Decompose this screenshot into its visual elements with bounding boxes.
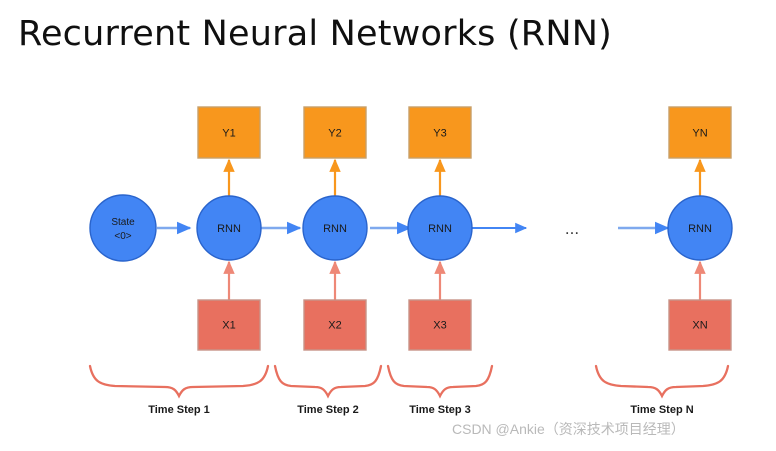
state-label-line1: State (111, 217, 135, 228)
output-box-y1[interactable] (197, 106, 261, 159)
timestep-column-n: YN RNN XN (667, 106, 733, 351)
timestep-label-1: Time Step 1 (148, 404, 210, 416)
rnn-cell-1[interactable] (196, 195, 262, 261)
timestep-label-n: Time Step N (630, 404, 693, 416)
output-box-yn-label: YN (692, 127, 707, 139)
output-box-y2[interactable] (303, 106, 367, 159)
timestep-label-2: Time Step 2 (297, 404, 359, 416)
brace-timestep-2 (273, 364, 383, 399)
input-box-xn-label: XN (692, 319, 707, 331)
rnn-cell-2[interactable] (302, 195, 368, 261)
state-label-line2: <0> (114, 231, 131, 242)
output-box-y1-label: Y1 (222, 127, 235, 139)
timestep-braces (88, 364, 730, 399)
csdn-watermark: CSDN @Ankie（资深技术项目经理） (452, 421, 685, 437)
brace-timestep-1 (88, 364, 270, 399)
output-box-yn[interactable] (668, 106, 732, 159)
state-circle[interactable] (89, 194, 157, 262)
brace-timestep-n (594, 364, 730, 399)
brace-timestep-3 (386, 364, 494, 399)
output-box-y2-label: Y2 (328, 127, 341, 139)
page-title: Recurrent Neural Networks (RNN) (18, 14, 612, 54)
timestep-column-1: Y1 RNN X1 (196, 106, 262, 351)
rnn-cell-1-label: RNN (217, 223, 241, 235)
rnn-cell-3[interactable] (407, 195, 473, 261)
timestep-column-2: Y2 RNN X2 (302, 106, 368, 351)
input-box-x1-label: X1 (222, 319, 235, 331)
timestep-column-3: Y3 RNN X3 (407, 106, 473, 351)
output-box-y3-label: Y3 (433, 127, 446, 139)
input-box-xn[interactable] (668, 299, 732, 351)
output-box-y3[interactable] (408, 106, 472, 159)
rnn-cell-n[interactable] (667, 195, 733, 261)
input-box-x3[interactable] (408, 299, 472, 351)
input-box-x3-label: X3 (433, 319, 446, 331)
input-box-x2[interactable] (303, 299, 367, 351)
sequence-ellipsis: ... (565, 219, 579, 238)
initial-state-node[interactable]: State <0> (89, 194, 157, 262)
timestep-brace-labels: Time Step 1 Time Step 2 Time Step 3 Time… (148, 404, 694, 416)
input-box-x2-label: X2 (328, 319, 341, 331)
rnn-cell-3-label: RNN (428, 223, 452, 235)
rnn-cell-2-label: RNN (323, 223, 347, 235)
input-box-x1[interactable] (197, 299, 261, 351)
timestep-label-3: Time Step 3 (409, 404, 471, 416)
rnn-cell-n-label: RNN (688, 223, 712, 235)
